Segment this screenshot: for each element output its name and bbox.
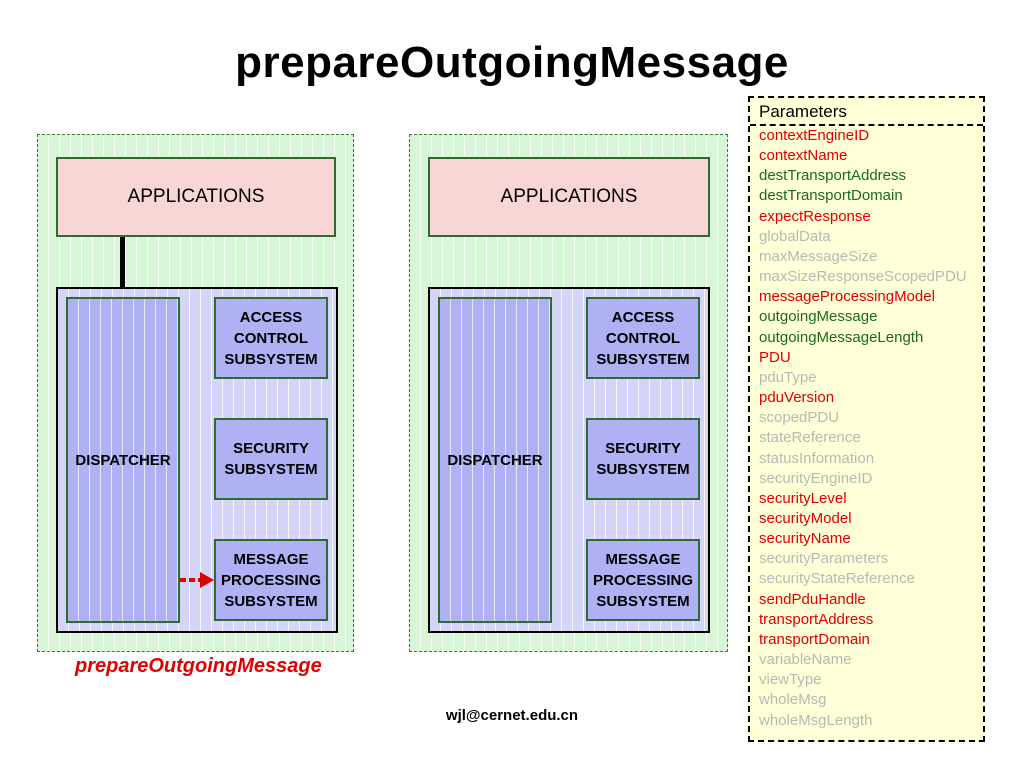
parameter-item: pduType: [759, 368, 817, 386]
parameter-item: outgoingMessageLength: [759, 328, 924, 346]
parameter-item: contextEngineID: [759, 127, 870, 144]
dispatcher-box: DISPATCHER: [66, 297, 180, 623]
parameter-item: securityStateReference: [759, 570, 915, 588]
applications-dispatcher-connector: [120, 237, 125, 297]
parameter-item: transportDomain: [759, 630, 870, 648]
parameter-item: expectResponse: [759, 207, 871, 225]
parameter-item: variableName: [759, 651, 852, 669]
dispatcher-to-mp-arrow: [180, 572, 214, 588]
left-diagram-panel: APPLICATIONS DISPATCHER ACCESS CONTROL S…: [37, 134, 354, 652]
parameter-item: wholeMsgLength: [759, 711, 873, 729]
access-control-subsystem-box: ACCESS CONTROL SUBSYSTEM: [214, 297, 328, 379]
parameter-item: scopedPDU: [759, 409, 840, 427]
message-processing-subsystem-box: MESSAGE PROCESSING SUBSYSTEM: [214, 539, 328, 621]
dispatcher-box: DISPATCHER: [438, 297, 552, 623]
applications-box: APPLICATIONS: [56, 157, 336, 237]
parameter-item: statusInformation: [759, 449, 875, 467]
parameter-item: pduVersion: [759, 389, 835, 407]
page-title: prepareOutgoingMessage: [235, 38, 789, 87]
parameter-item: securityEngineID: [759, 469, 873, 487]
parameter-item: wholeMsg: [759, 691, 827, 709]
footer-email: wjl@cernet.edu.cn: [445, 707, 579, 724]
access-control-subsystem-box: ACCESS CONTROL SUBSYSTEM: [586, 297, 700, 379]
parameter-item: maxMessageSize: [759, 247, 878, 265]
security-subsystem-box: SECURITY SUBSYSTEM: [214, 418, 328, 500]
parameter-item: securityName: [759, 530, 851, 548]
message-processing-subsystem-box: MESSAGE PROCESSING SUBSYSTEM: [586, 539, 700, 621]
right-diagram-panel: APPLICATIONS DISPATCHER ACCESS CONTROL S…: [409, 134, 728, 652]
security-subsystem-box: SECURITY SUBSYSTEM: [586, 418, 700, 500]
parameter-item: stateReference: [759, 429, 861, 447]
parameter-item: outgoingMessage: [759, 308, 878, 326]
snmp-engine-box: DISPATCHER ACCESS CONTROL SUBSYSTEM SECU…: [56, 287, 338, 633]
parameter-item: securityModel: [759, 509, 852, 527]
parameter-item: sendPduHandle: [759, 590, 866, 608]
parameter-item: contextName: [759, 147, 848, 165]
parameter-item: viewType: [759, 671, 822, 689]
parameter-item: securityLevel: [759, 489, 847, 507]
parameter-item: transportAddress: [759, 610, 874, 628]
parameter-item: maxSizeResponseScopedPDU: [759, 268, 967, 286]
parameter-item: messageProcessingModel: [759, 288, 935, 306]
applications-box: APPLICATIONS: [428, 157, 710, 237]
parameter-item: PDU: [759, 348, 791, 366]
snmp-engine-box: DISPATCHER ACCESS CONTROL SUBSYSTEM SECU…: [428, 287, 710, 633]
parameters-header: Parameters: [750, 98, 983, 126]
parameters-list: contextEngineID contextName destTransportA…: [750, 126, 983, 731]
parameter-item: destTransportDomain: [759, 187, 903, 205]
parameter-item: destTransportAddress: [759, 167, 907, 185]
parameter-item: globalData: [759, 227, 831, 245]
left-diagram-caption: prepareOutgoingMessage: [75, 655, 322, 677]
parameters-panel: Parameters contextEngineID contextName des…: [748, 96, 985, 742]
parameter-item: securityParameters: [759, 550, 889, 568]
